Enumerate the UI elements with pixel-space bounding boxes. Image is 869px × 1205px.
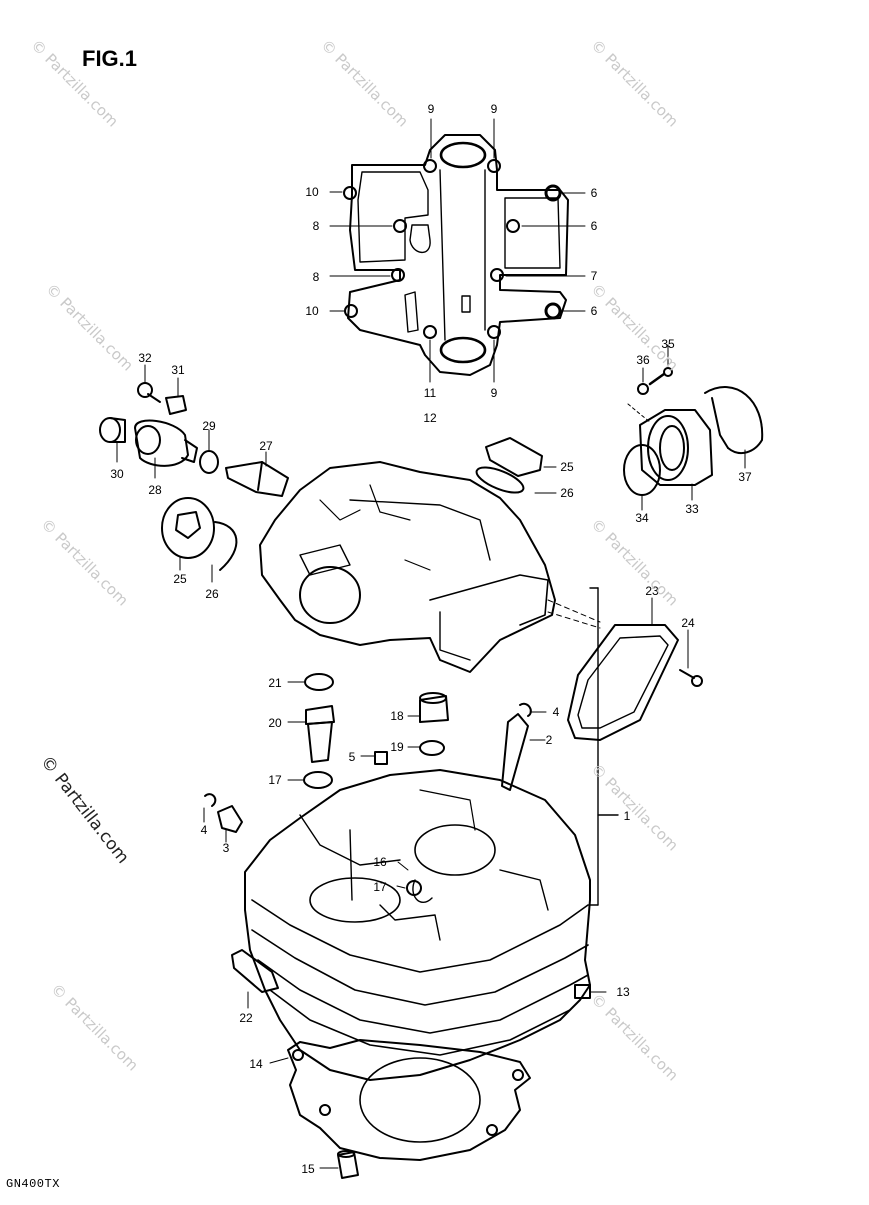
bracket-ticks-1 — [589, 587, 619, 906]
o-ring-26-right — [475, 466, 525, 494]
callout-26a: 26 — [560, 486, 574, 500]
callout-4a: 4 — [553, 705, 560, 719]
cap-25 — [485, 437, 543, 477]
callout-21: 21 — [268, 676, 282, 690]
callout-10a: 10 — [305, 185, 319, 199]
callout-15: 15 — [301, 1162, 315, 1176]
callout-3: 3 — [223, 841, 230, 855]
clip-4b — [204, 793, 217, 807]
callout-6b: 6 — [591, 219, 598, 233]
union-20 — [305, 705, 335, 763]
callout-8b: 8 — [313, 270, 320, 284]
callout-6c: 6 — [591, 304, 598, 318]
callout-34: 34 — [635, 511, 649, 525]
cylinder-head-cover — [259, 461, 556, 673]
o-ring-21 — [304, 673, 334, 691]
pin-5 — [374, 751, 388, 765]
cap-18 — [419, 692, 449, 723]
valve-guide-3 — [217, 805, 243, 833]
callout-11: 11 — [424, 386, 437, 400]
screw-24 — [679, 669, 703, 687]
callout-31: 31 — [171, 363, 185, 377]
cylinder-gasket-14 — [287, 1039, 531, 1161]
callout-8a: 8 — [313, 219, 320, 233]
alignment-dash — [547, 599, 601, 629]
clip-4a — [519, 702, 532, 717]
intake-pipe-33 — [639, 409, 713, 486]
model-code: GN400TX — [6, 1177, 60, 1191]
o-ring-34 — [623, 444, 661, 496]
callout-19: 19 — [390, 740, 404, 754]
washer-19 — [419, 740, 445, 756]
callout-9b: 9 — [491, 102, 498, 116]
callout-4b: 4 — [201, 823, 208, 837]
callout-22: 22 — [239, 1011, 253, 1025]
callout-9c: 9 — [491, 386, 498, 400]
figure-title: FIG.1 — [82, 46, 138, 71]
callout-1: 1 — [624, 809, 631, 823]
callout-33: 33 — [685, 502, 699, 516]
plug-25 — [161, 497, 215, 559]
callout-12: 12 — [423, 411, 437, 425]
callout-16: 16 — [373, 855, 387, 869]
cylinder-head — [244, 769, 591, 1081]
o-ring-26 — [214, 521, 238, 571]
callout-29: 29 — [202, 419, 216, 433]
callout-7: 7 — [591, 269, 598, 283]
callout-17b: 17 — [373, 880, 387, 894]
sensor-27 — [225, 461, 289, 497]
alignment-dash-2 — [627, 403, 651, 423]
sensor-22 — [231, 949, 279, 993]
callout-17a: 17 — [268, 773, 282, 787]
callout-35: 35 — [661, 337, 675, 351]
clamp-37 — [704, 386, 764, 455]
callout-25b: 25 — [173, 572, 187, 586]
callout-10b: 10 — [305, 304, 319, 318]
bolt-35 — [648, 367, 673, 386]
leader-lines — [116, 118, 746, 1169]
washer-17a — [303, 771, 333, 789]
callout-36: 36 — [636, 353, 650, 367]
callout-23: 23 — [645, 584, 659, 598]
callout-labels: 9 9 10 6 8 6 8 7 10 6 11 12 9 32 31 36 3… — [110, 102, 752, 1176]
callout-26b: 26 — [205, 587, 219, 601]
inspection-cover-23 — [567, 624, 679, 741]
callout-37: 37 — [738, 470, 752, 484]
bolt-32 — [137, 382, 161, 403]
callout-5: 5 — [349, 750, 356, 764]
callout-32: 32 — [138, 351, 152, 365]
valve-guide-2 — [501, 713, 529, 791]
callout-30: 30 — [110, 467, 124, 481]
head-cover-gasket — [343, 134, 569, 376]
washer-36 — [637, 383, 649, 395]
cap-30 — [99, 417, 126, 443]
callout-27: 27 — [259, 439, 273, 453]
dowel-13 — [574, 984, 591, 999]
callout-25a: 25 — [560, 460, 574, 474]
callout-20: 20 — [268, 716, 282, 730]
dowel-15 — [337, 1150, 359, 1179]
clamp-31 — [165, 395, 187, 415]
callout-28: 28 — [148, 483, 162, 497]
tappet-cover-28 — [134, 419, 198, 467]
callout-18: 18 — [390, 709, 404, 723]
callout-24: 24 — [681, 616, 695, 630]
callout-14: 14 — [249, 1057, 263, 1071]
callout-6a: 6 — [591, 186, 598, 200]
callout-2: 2 — [546, 733, 553, 747]
callout-13: 13 — [616, 985, 630, 999]
callout-9a: 9 — [428, 102, 435, 116]
o-ring-29 — [199, 450, 219, 474]
